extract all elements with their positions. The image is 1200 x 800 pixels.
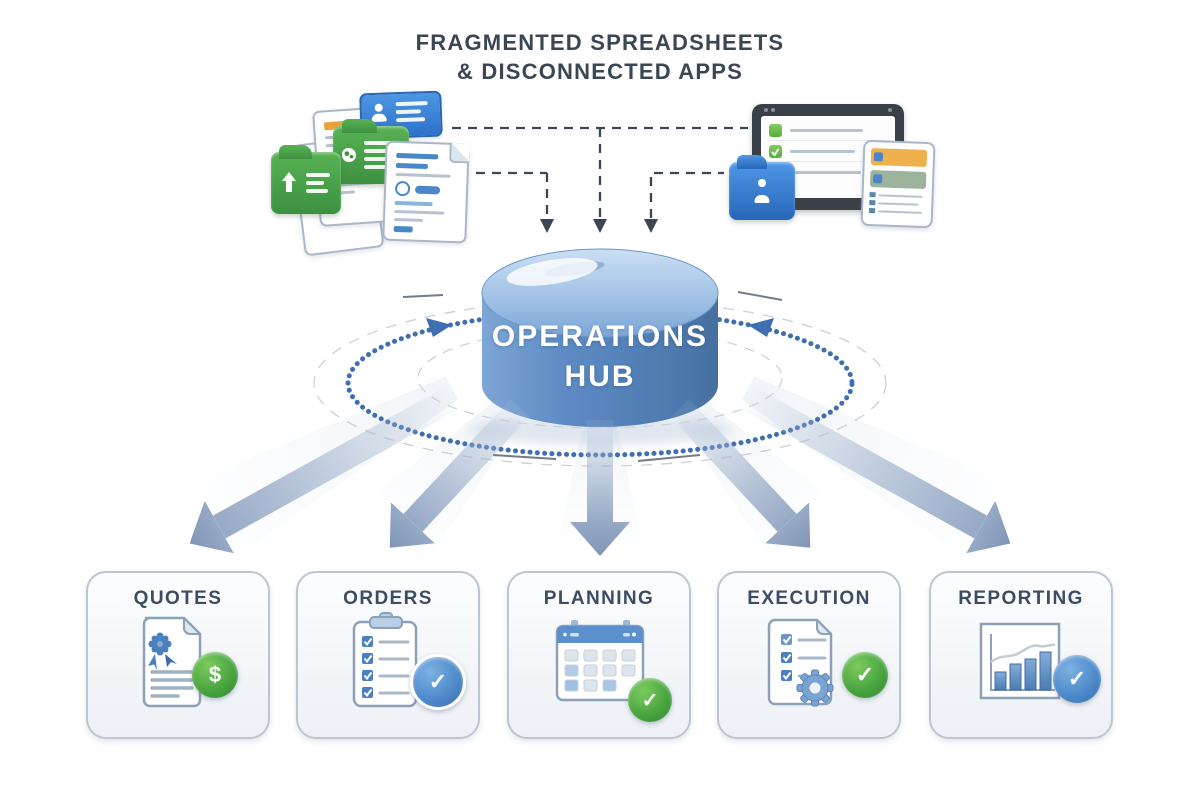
doc-line: [364, 149, 391, 153]
checklist-row: [767, 120, 889, 141]
badge-glyph: ✓: [641, 689, 659, 712]
status-panel-icon: [860, 139, 936, 229]
row-line: [790, 150, 855, 153]
page-title: FRAGMENTED SPREADSHEETS & DISCONNECTED A…: [0, 28, 1200, 86]
stamp-icon: [342, 148, 356, 162]
orange-status-row: [870, 148, 928, 167]
tablet-camera-dots: [762, 108, 894, 112]
card-title: EXECUTION: [747, 588, 871, 609]
badge-glyph: ✓: [428, 669, 448, 694]
check-badge-icon: ✓: [410, 654, 466, 710]
task-gear-icon: ✓: [745, 612, 888, 720]
person-icon: [750, 179, 774, 203]
card-title: QUOTES: [133, 588, 223, 609]
badge-glyph: ✓: [855, 662, 875, 687]
row-line: [790, 171, 861, 174]
check-badge-icon: ✓: [842, 652, 888, 698]
doc-line: [364, 157, 396, 161]
blue-person-folder-icon: [729, 155, 795, 220]
doc-line: [306, 173, 330, 177]
card-execution: EXECUTION ✓: [717, 571, 901, 739]
title-line-2: & DISCONNECTED APPS: [456, 59, 744, 84]
doc-line: [306, 189, 329, 193]
title-line-1: FRAGMENTED SPREADSHEETS: [415, 30, 785, 55]
blue-chip-icon: [873, 152, 884, 162]
card-quotes: QUOTES $: [86, 571, 270, 739]
green-folder-upload-icon: [271, 145, 341, 214]
panel-row: [869, 192, 926, 199]
dollar-badge-icon: $: [192, 652, 238, 698]
quote-document-icon: $: [114, 612, 242, 720]
flow-arrow: [568, 420, 632, 556]
card-orders: ORDERS ✓: [296, 571, 480, 739]
badge-glyph: ✓: [1067, 666, 1087, 691]
order-checklist-icon: ✓: [324, 612, 466, 720]
doc-line: [364, 165, 386, 169]
badge-glyph: $: [208, 662, 222, 687]
panel-row: [869, 200, 925, 207]
card-title: ORDERS: [343, 588, 433, 609]
card-title: REPORTING: [958, 588, 1084, 609]
hub-label: OPERATIONS HUB: [470, 317, 730, 397]
green-check-icon: [769, 145, 782, 158]
folder-lines: [364, 141, 400, 169]
panel-row: [868, 208, 925, 215]
green-status-row: [869, 170, 927, 189]
hub-label-line-2: HUB: [564, 360, 636, 393]
card-reporting: REPORTING ✓: [929, 571, 1113, 739]
blue-chip-icon: [873, 174, 883, 184]
doc-line: [364, 141, 399, 145]
hub-label-line-1: OPERATIONS: [491, 320, 709, 353]
check-badge-icon: ✓: [1053, 655, 1101, 703]
checklist-row: [767, 141, 889, 162]
bar-chart-icon: ✓: [957, 612, 1101, 720]
card-planning: PLANNING ✓: [507, 571, 691, 739]
check-badge-icon: ✓: [628, 678, 672, 722]
row-line: [790, 129, 864, 132]
folder-lines: [306, 173, 332, 193]
card-title: PLANNING: [543, 588, 655, 609]
green-item-icon: [769, 124, 782, 137]
calendar-icon: ✓: [535, 612, 672, 722]
doc-line: [306, 181, 325, 185]
